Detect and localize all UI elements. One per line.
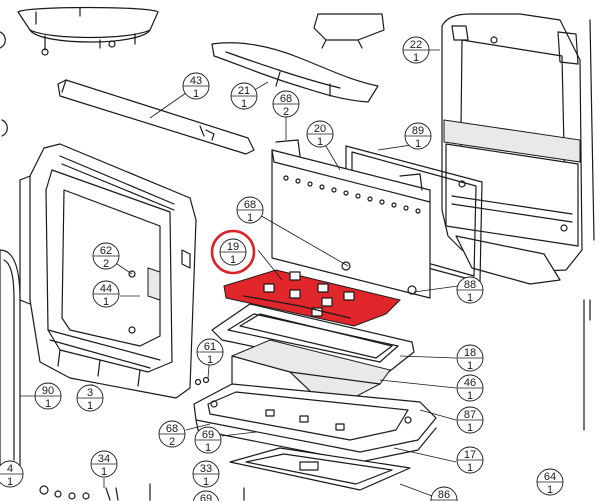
- svg-text:1: 1: [547, 484, 553, 496]
- callout-69-upper[interactable]: 69 1: [194, 426, 222, 454]
- svg-text:88: 88: [464, 279, 476, 291]
- svg-text:1: 1: [247, 212, 253, 224]
- svg-text:1: 1: [467, 292, 473, 304]
- callouts-layer: 43 1 21 1 68 2 22 1 20 1 89 1: [0, 36, 564, 501]
- svg-text:33: 33: [200, 463, 212, 475]
- svg-text:17: 17: [464, 449, 476, 461]
- svg-text:46: 46: [464, 377, 476, 389]
- svg-text:22: 22: [410, 39, 422, 51]
- part-19-highlighted-plate: [223, 269, 401, 327]
- svg-text:1: 1: [467, 462, 473, 474]
- callout-64[interactable]: 64 1: [536, 468, 564, 496]
- callout-22[interactable]: 22 1: [402, 36, 430, 64]
- svg-text:2: 2: [103, 258, 109, 270]
- svg-text:43: 43: [190, 75, 202, 87]
- callout-33[interactable]: 33 1: [192, 460, 220, 488]
- part-22-right-panel: [441, 13, 595, 285]
- part-87-base: [193, 376, 437, 463]
- svg-text:2: 2: [283, 106, 289, 118]
- svg-text:21: 21: [238, 85, 250, 97]
- svg-text:62: 62: [100, 245, 112, 257]
- svg-text:1: 1: [7, 476, 13, 488]
- svg-text:1: 1: [193, 88, 199, 100]
- svg-text:44: 44: [100, 283, 112, 295]
- svg-text:61: 61: [204, 341, 216, 353]
- svg-text:1: 1: [467, 360, 473, 372]
- callout-68-mid[interactable]: 68 1: [236, 196, 264, 224]
- svg-text:20: 20: [314, 123, 326, 135]
- svg-text:1: 1: [467, 422, 473, 434]
- svg-text:1: 1: [203, 476, 209, 488]
- svg-text:18: 18: [464, 347, 476, 359]
- svg-text:1: 1: [45, 398, 51, 410]
- svg-text:90: 90: [42, 385, 54, 397]
- svg-text:34: 34: [98, 453, 110, 465]
- svg-text:1: 1: [241, 98, 247, 110]
- svg-text:4: 4: [7, 463, 13, 475]
- callout-21[interactable]: 21 1: [230, 82, 258, 110]
- part-90-side-panel: [0, 119, 21, 477]
- svg-text:89: 89: [412, 125, 424, 137]
- svg-text:1: 1: [413, 52, 419, 64]
- part-18-gasket: [211, 303, 415, 375]
- callout-20[interactable]: 20 1: [306, 120, 334, 148]
- callout-68-bottom[interactable]: 68 2: [158, 420, 186, 448]
- svg-text:1: 1: [205, 442, 211, 454]
- callout-87[interactable]: 87 1: [456, 406, 484, 434]
- part-20-heat-plate: [271, 139, 431, 299]
- svg-text:1: 1: [317, 136, 323, 148]
- highlight-ring: [210, 229, 256, 275]
- svg-text:87: 87: [464, 409, 476, 421]
- plate-holes: [283, 175, 421, 214]
- svg-text:1: 1: [467, 390, 473, 402]
- svg-text:69: 69: [200, 493, 212, 501]
- callout-86[interactable]: 86 1: [430, 486, 458, 501]
- svg-text:1: 1: [415, 138, 421, 150]
- callout-3[interactable]: 3 1: [76, 384, 104, 412]
- svg-text:1: 1: [87, 400, 93, 412]
- svg-text:3: 3: [87, 387, 93, 399]
- callout-69-bottom[interactable]: 69: [192, 490, 220, 501]
- callout-89[interactable]: 89 1: [404, 122, 432, 150]
- svg-text:68: 68: [244, 199, 256, 211]
- small-fasteners: [39, 378, 245, 501]
- callout-17[interactable]: 17 1: [456, 446, 484, 474]
- callout-68-top[interactable]: 68 2: [272, 90, 300, 118]
- callout-19[interactable]: 19 1: [219, 238, 247, 266]
- svg-text:69: 69: [202, 429, 214, 441]
- callout-44[interactable]: 44 1: [92, 280, 120, 308]
- callout-88[interactable]: 88 1: [456, 276, 484, 304]
- upper-housing-part: [211, 13, 385, 103]
- callout-61[interactable]: 61 1: [196, 338, 224, 366]
- red-plate-bosses: [263, 271, 355, 317]
- svg-text:1: 1: [101, 466, 107, 478]
- part-3-door-frame: [19, 143, 197, 399]
- svg-text:64: 64: [544, 471, 556, 483]
- svg-text:68: 68: [166, 423, 178, 435]
- callout-90[interactable]: 90 1: [34, 382, 62, 410]
- top-cover-part: [0, 6, 159, 56]
- callout-62[interactable]: 62 2: [92, 242, 120, 270]
- svg-text:19: 19: [227, 241, 239, 253]
- svg-text:68: 68: [280, 93, 292, 105]
- svg-text:1: 1: [230, 254, 236, 266]
- svg-text:1: 1: [207, 354, 213, 366]
- svg-text:2: 2: [169, 436, 175, 448]
- callout-4[interactable]: 4 1: [0, 460, 24, 488]
- svg-text:1: 1: [103, 296, 109, 308]
- part-43-bar: [57, 79, 255, 155]
- callout-18[interactable]: 18 1: [456, 344, 484, 372]
- right-edge-detail: [583, 299, 591, 431]
- callout-46[interactable]: 46 1: [456, 374, 484, 402]
- callout-34[interactable]: 34 1: [90, 450, 118, 478]
- svg-text:86: 86: [438, 489, 450, 501]
- part-86-bottom-gasket: [229, 447, 411, 491]
- callout-43[interactable]: 43 1: [182, 72, 210, 100]
